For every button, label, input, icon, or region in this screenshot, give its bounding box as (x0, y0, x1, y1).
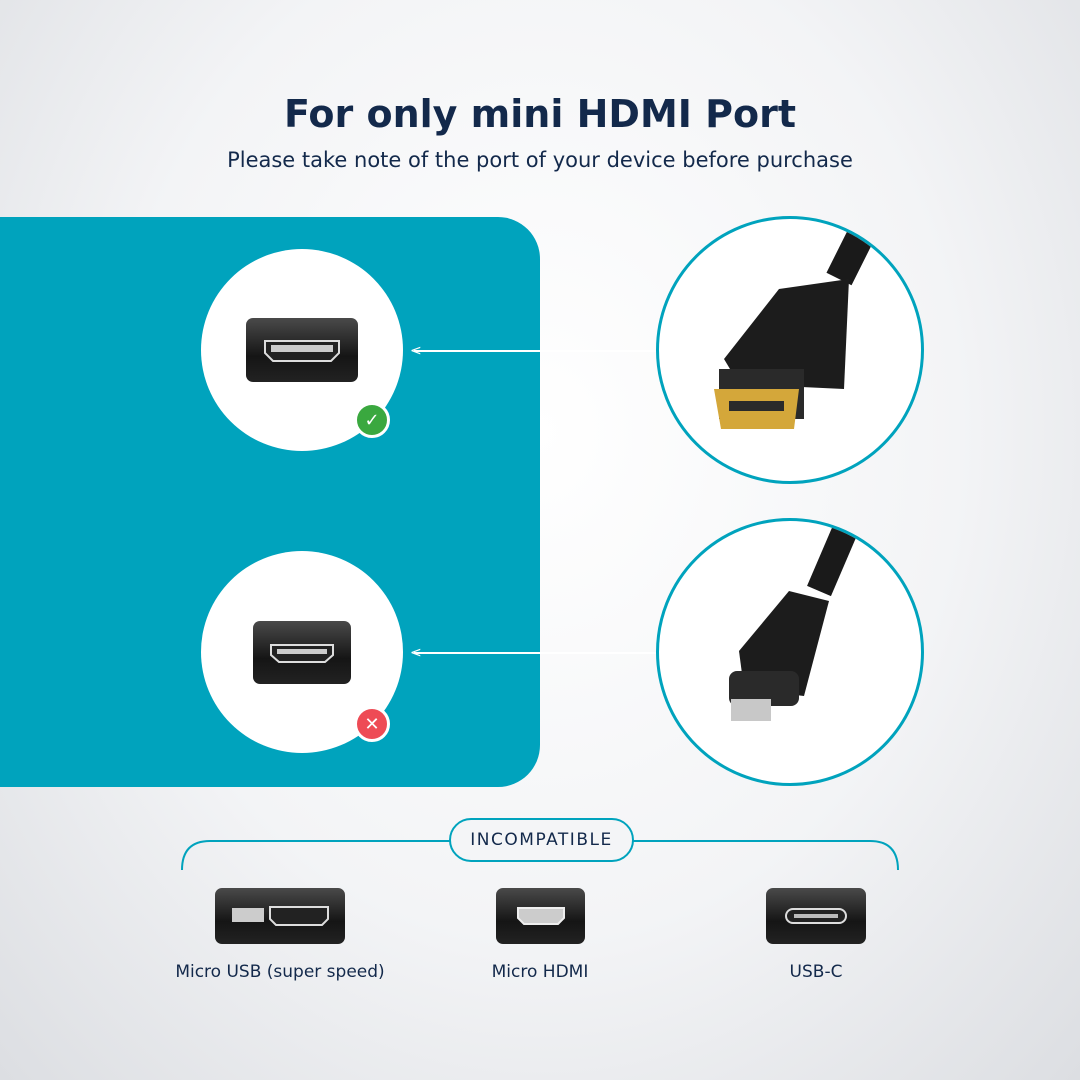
arrow-line (414, 652, 656, 654)
mini-hdmi-port-image (246, 318, 358, 382)
incompatible-label: INCOMPATIBLE (449, 818, 634, 862)
incompatible-item-label: Micro USB (super speed) (175, 962, 385, 982)
micro-usb-superspeed-port-image (215, 888, 345, 944)
page-subtitle: Please take note of the port of your dev… (227, 148, 853, 172)
incompatible-item-label: Micro HDMI (491, 962, 589, 982)
mini-hdmi-cable-image (656, 216, 924, 484)
arrow-left-icon: < (410, 343, 422, 359)
arrow-line (414, 350, 656, 352)
micro-usb-port-image (253, 621, 351, 684)
check-icon: ✓ (354, 402, 390, 438)
x-icon: ✕ (354, 706, 390, 742)
incompatible-item-label: USB-C (789, 962, 843, 982)
micro-usb-cable-image (656, 518, 924, 786)
micro-hdmi-port-image (496, 888, 585, 944)
page-title: For only mini HDMI Port (284, 92, 796, 136)
bracket-line (181, 840, 899, 871)
usb-c-port-image (766, 888, 866, 944)
arrow-left-icon: < (410, 645, 422, 661)
